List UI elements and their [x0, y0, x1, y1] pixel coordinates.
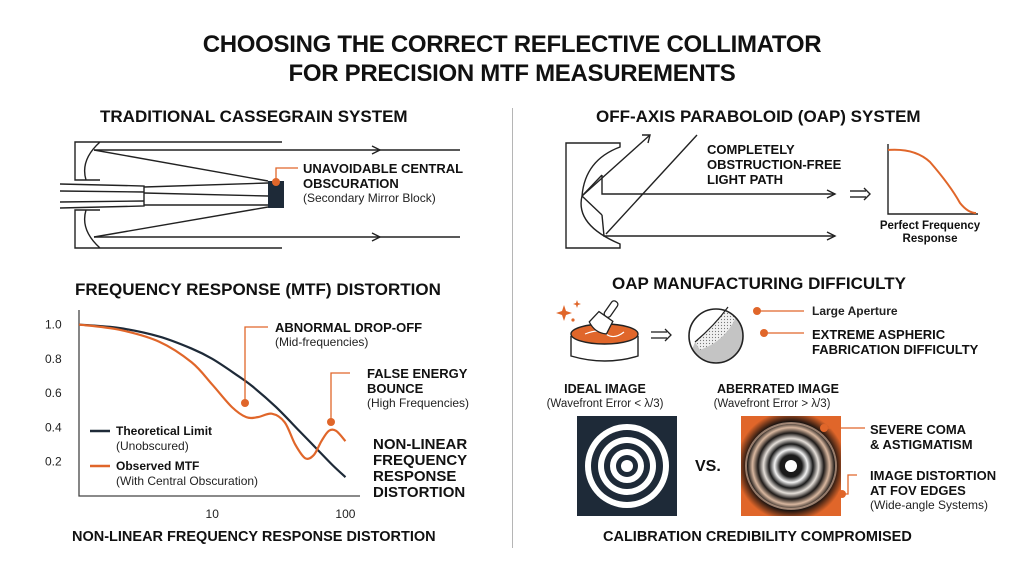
aberrated-image	[741, 416, 841, 516]
oap-callout-line-1: COMPLETELY	[707, 142, 795, 157]
bounce-leader	[330, 372, 350, 422]
bounce-sub: (High Frequencies)	[367, 396, 470, 410]
aberrated-title: ABERRATED IMAGE	[717, 382, 839, 396]
drop-off-title: ABNORMAL DROP-OFF	[275, 320, 423, 335]
obscuration-title-2: OBSCURATION	[303, 176, 399, 191]
x-tick-label: 100	[335, 507, 355, 521]
sparkle-icon	[556, 305, 572, 321]
ideal-image-header: IDEAL IMAGE (Wavefront Error < λ/3)	[547, 382, 664, 411]
response-chart-axes	[887, 144, 978, 215]
difficulty-line-2: FABRICATION DIFFICULTY	[812, 342, 979, 357]
legend-observed: Observed MTF (With Central Obscuration)	[116, 459, 258, 488]
drop-off-marker	[241, 399, 249, 407]
y-tick-label: 0.8	[45, 352, 62, 366]
legend-theoretical-sub: (Unobscured)	[116, 439, 189, 453]
distortion-sub: (Wide-angle Systems)	[870, 498, 989, 512]
bounce-annotation: FALSE ENERGY BOUNCE (High Frequencies)	[367, 366, 469, 410]
title-line-1: CHOOSING THE CORRECT REFLECTIVE COLLIMAT…	[202, 31, 822, 58]
side-label-2: FREQUENCY	[373, 452, 468, 469]
difficulty-label: EXTREME ASPHERIC FABRICATION DIFFICULTY	[812, 327, 978, 357]
ideal-image	[577, 416, 677, 516]
polishing-icon	[556, 300, 639, 362]
legend-theoretical: Theoretical Limit (Unobscured)	[116, 424, 212, 453]
bounce-title-1: FALSE ENERGY	[367, 366, 468, 381]
oap-mirror	[565, 142, 621, 249]
drop-off-sub: (Mid-frequencies)	[275, 335, 369, 349]
panel-divider	[512, 108, 513, 548]
cassegrain-heading: TRADITIONAL CASSEGRAIN SYSTEM	[100, 107, 408, 126]
legend-observed-sub: (With Central Obscuration)	[116, 474, 259, 488]
central-tube	[59, 183, 145, 209]
observed-mtf-line	[78, 323, 347, 460]
bounce-title-2: BOUNCE	[367, 381, 424, 396]
aperture-marker	[753, 307, 761, 315]
obscuration-title-1: UNAVOIDABLE CENTRAL	[303, 161, 464, 176]
drop-off-leader	[244, 326, 268, 403]
oap-callout-line-3: LIGHT PATH	[707, 172, 784, 187]
coma-line-1: SEVERE COMA	[870, 422, 967, 437]
ideal-title: IDEAL IMAGE	[564, 382, 646, 396]
page-title: CHOOSING THE CORRECT REFLECTIVE COLLIMAT…	[0, 30, 1024, 88]
y-tick-label: 1.0	[45, 318, 62, 332]
side-label-1: NON-LINEAR	[373, 436, 468, 453]
distortion-line-2: AT FOV EDGES	[870, 483, 966, 498]
difficulty-line-1: EXTREME ASPHERIC	[812, 327, 946, 342]
manufacturing-heading: OAP MANUFACTURING DIFFICULTY	[612, 274, 907, 293]
ideal-sub: (Wavefront Error < λ/3)	[546, 398, 664, 410]
oap-heading: OFF-AXIS PARABOLOID (OAP) SYSTEM	[596, 107, 921, 126]
comparison-footer: CALIBRATION CREDIBILITY COMPROMISED	[603, 529, 912, 545]
mtf-axis-lines	[78, 310, 360, 497]
aberrated-sub: (Wavefront Error > λ/3)	[713, 398, 831, 410]
coma-callout: SEVERE COMA & ASTIGMATISM	[870, 422, 973, 452]
aberrated-image-header: ABERRATED IMAGE (Wavefront Error > λ/3)	[714, 382, 839, 411]
drop-off-annotation: ABNORMAL DROP-OFF (Mid-frequencies)	[275, 320, 422, 349]
distortion-line-1: IMAGE DISTORTION	[870, 468, 997, 483]
difficulty-marker	[760, 329, 768, 337]
oap-callout-line-2: OBSTRUCTION-FREE	[707, 157, 842, 172]
side-distortion-label: NON-LINEAR FREQUENCY RESPONSE DISTORTION	[373, 437, 467, 501]
side-label-3: RESPONSE	[373, 468, 457, 485]
obscuration-sub: (Secondary Mirror Block)	[303, 191, 436, 205]
primary-mirror-bottom	[74, 209, 282, 249]
y-tick-label: 0.6	[45, 386, 62, 400]
y-tick-label: 0.2	[45, 455, 62, 469]
title-line-2: FOR PRECISION MTF MEASUREMENTS	[288, 60, 736, 87]
perfect-response-line-1: Perfect Frequency	[879, 220, 981, 232]
primary-mirror-top	[74, 141, 282, 181]
obscuration-callout: UNAVOIDABLE CENTRAL OBSCURATION (Seconda…	[303, 161, 463, 205]
large-aperture-label: Large Aperture	[812, 304, 898, 318]
legend-observed-name: Observed MTF	[116, 459, 200, 473]
bounce-marker	[327, 418, 335, 426]
cassegrain-diagram	[59, 141, 460, 249]
oap-diagram	[565, 134, 978, 249]
perfect-response-label: Perfect Frequency Response	[870, 220, 990, 246]
oap-callout: COMPLETELY OBSTRUCTION-FREE LIGHT PATH	[707, 142, 841, 187]
y-tick-label: 0.4	[45, 420, 62, 434]
mtf-chart: 0.2 0.4 0.6 0.8 1.0 10 100	[45, 310, 360, 521]
mtf-footer: NON-LINEAR FREQUENCY RESPONSE DISTORTION	[72, 529, 436, 545]
side-label-4: DISTORTION	[373, 484, 466, 501]
perfect-response-curve	[887, 148, 977, 214]
vs-label: VS.	[695, 458, 721, 475]
mtf-axes	[78, 310, 360, 497]
process-arrow-icon	[651, 328, 672, 342]
coma-line-2: & ASTIGMATISM	[870, 437, 973, 452]
legend-theoretical-name: Theoretical Limit	[116, 424, 213, 438]
secondary-mirror-block	[268, 181, 284, 208]
x-tick-label: 10	[206, 507, 220, 521]
mtf-heading: FREQUENCY RESPONSE (MTF) DISTORTION	[75, 280, 441, 299]
distortion-callout: IMAGE DISTORTION AT FOV EDGES (Wide-angl…	[870, 468, 996, 512]
perfect-response-line-2: Response	[902, 233, 958, 245]
